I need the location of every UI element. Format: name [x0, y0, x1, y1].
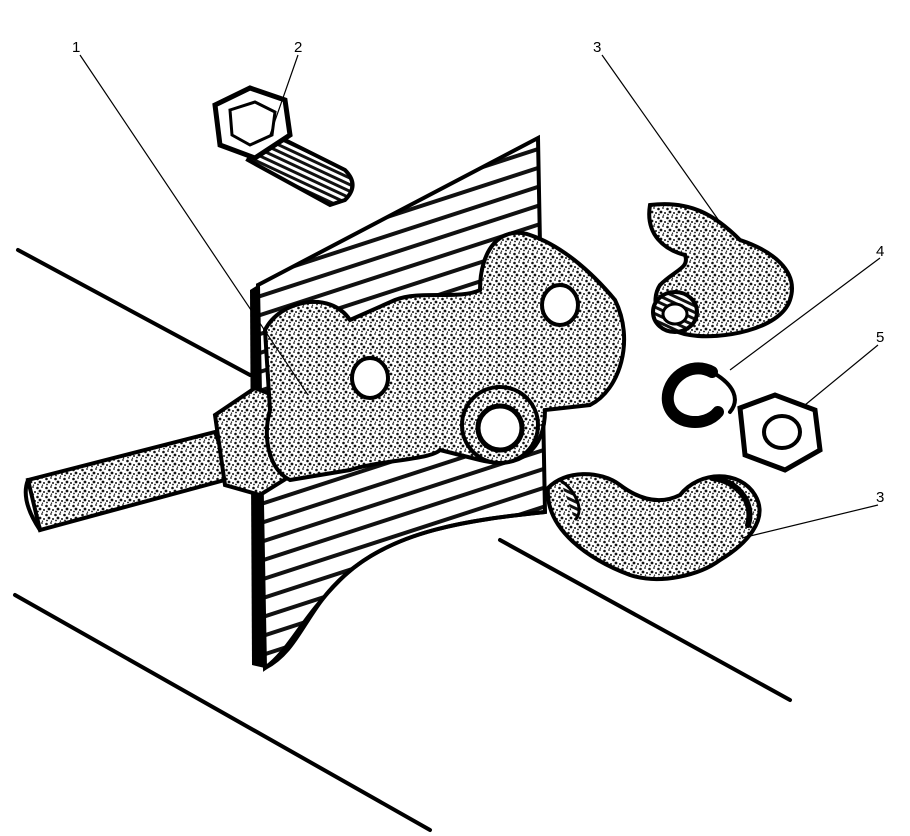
callout-3-lower: 3	[876, 489, 884, 506]
part-3-elbow-upper	[647, 202, 794, 339]
leader-lines	[79, 54, 881, 539]
callout-4: 4	[876, 243, 884, 260]
part-5-hex-nut	[737, 392, 823, 473]
callout-5: 5	[876, 329, 884, 346]
leader-line-3-upper	[601, 54, 723, 226]
leader-line-5	[804, 344, 879, 406]
callout-1: 1	[72, 39, 80, 56]
frame-rail	[13, 248, 792, 832]
leader-line-1	[79, 54, 309, 396]
leader-line-4	[729, 257, 881, 371]
callout-2: 2	[294, 39, 302, 56]
leader-line-3-lower	[741, 504, 879, 539]
part-2-hex-bolt	[212, 85, 355, 208]
callout-labels: 1 2 3 4 5 3	[72, 39, 884, 506]
part-1-valve-body	[23, 230, 627, 533]
callout-3-upper: 3	[593, 39, 601, 56]
part-3-elbow-lower	[545, 472, 762, 582]
leader-line-2	[269, 54, 299, 136]
part-4-lock-washer	[661, 362, 737, 428]
